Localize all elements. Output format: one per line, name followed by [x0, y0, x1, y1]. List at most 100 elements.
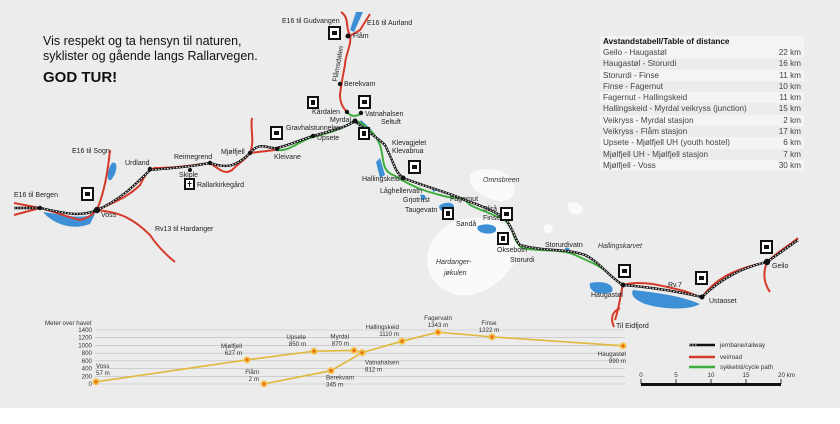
- label-voss: Voss: [101, 212, 117, 219]
- bicycle-rental-icon: [618, 264, 631, 278]
- profile-point-elevation: 850 m: [289, 341, 306, 348]
- profile-point-elevation: 870 m: [332, 340, 349, 347]
- label-hardanger: Rv13 til Hardanger: [155, 226, 214, 233]
- distance-km: 7 km: [783, 149, 801, 159]
- scale-tick-label: 0: [639, 372, 643, 379]
- profile-point-name: Flåm: [245, 369, 259, 376]
- label-kardalen: Kårdalen: [312, 108, 340, 116]
- distance-row: Fagernut - Hallingskeid 11 km: [600, 92, 804, 104]
- distance-route: Storurdi - Finse: [603, 70, 659, 80]
- bicycle-rental-icon: [695, 271, 708, 285]
- profile-point-elevation: 2 m: [249, 376, 259, 383]
- bicycle-rental-icon: [408, 160, 421, 174]
- distance-row: Mjølfjell - Voss 30 km: [600, 159, 804, 172]
- profile-point-name: Vatnahalsen: [365, 360, 400, 367]
- glacier-areas: [427, 168, 583, 296]
- profile-point-elevation: 57 m: [96, 370, 110, 377]
- distance-table-title: Avstandstabell/Table of distance: [600, 36, 804, 47]
- distance-km: 11 km: [779, 93, 801, 103]
- profile-line: [95, 331, 624, 383]
- intro-line-1: Vis respekt og ta hensyn til naturen,: [43, 34, 242, 48]
- label-hardangerjokulen-2: jøkulen: [443, 270, 467, 277]
- distance-route: Veikryss - Myrdal stasjon: [603, 115, 694, 125]
- profile-point-name: Berekvam: [326, 375, 354, 382]
- y-tick-label: 1200: [78, 335, 92, 342]
- scale-tick-label: 20 km: [778, 372, 795, 379]
- label-klevabrua: Klevabrua: [392, 148, 424, 155]
- scale-tick-label: 15: [743, 372, 750, 379]
- label-geilo: Geilo: [772, 263, 788, 270]
- label-hallingskeid: Hallingskeid: [362, 176, 400, 183]
- label-upsete: Upsete: [317, 135, 339, 142]
- profile-point-core: [360, 351, 364, 355]
- label-sogn: E16 til Sogn: [72, 148, 110, 155]
- distance-route: Fagernut - Hallingskeid: [603, 93, 688, 103]
- profile-point-elevation: 1222 m: [479, 327, 500, 334]
- distance-row: Haugastøl - Storurdi 16 km: [600, 58, 804, 69]
- intro-text: Vis respekt og ta hensyn til naturen, sy…: [43, 34, 258, 85]
- distance-row: Veikryss - Flåm stasjon 17 km: [600, 126, 804, 137]
- profile-point-name: Mjølfjell: [221, 343, 242, 350]
- distance-route: Veikryss - Flåm stasjon: [603, 127, 688, 137]
- bottom-strip: [0, 408, 840, 424]
- label-laghellervatn: Låghellervatn: [380, 187, 422, 195]
- bicycle-rental-icon: [760, 240, 773, 254]
- label-aurland: E16 til Aurland: [367, 20, 412, 27]
- label-rallarkirkegard: Rallarkirkegård: [197, 181, 244, 189]
- profile-point-elevation: 1110 m: [379, 331, 399, 338]
- profile-point-name: Fagervatn: [424, 315, 452, 322]
- bicycle-rental-icon: [328, 26, 341, 40]
- label-ustaoset: Ustaoset: [709, 298, 737, 305]
- legend-railway: jernbane/railway: [719, 342, 766, 349]
- label-skiple: Skiple: [179, 172, 198, 179]
- profile-point-elevation: 1343 m: [428, 322, 449, 329]
- label-eidfjord: Til Eidfjord: [616, 323, 649, 330]
- label-seltuft: Seltuft: [381, 119, 401, 126]
- distance-route: Geilo - Haugastøl: [603, 48, 667, 57]
- label-bergen: E16 til Bergen: [14, 192, 58, 199]
- profile-point-name: Hallingskeid: [366, 324, 400, 331]
- place-labels: E16 til Gudvangen E16 til Aurland Flåm F…: [14, 18, 788, 330]
- bicycle-rental-icon: [500, 207, 513, 221]
- label-fagernut: Fagernut: [450, 196, 478, 203]
- label-mjolfjell: Mjølfjell: [221, 149, 245, 156]
- profile-point-core: [262, 382, 266, 386]
- scale-tick-label: 5: [674, 372, 678, 379]
- label-hardangerjokulen-1: Hardanger-: [436, 259, 472, 266]
- hostel-icon: [358, 127, 370, 140]
- label-storurdi: Storurdi: [510, 257, 535, 264]
- label-rv7: Rv.7: [668, 282, 682, 289]
- label-kleivane: Kleivane: [274, 154, 301, 161]
- bicycle-rental-icon: [358, 95, 371, 109]
- scale-tick-label: 10: [708, 372, 715, 379]
- legend: jernbane/railway vei/road sykkelsti/cycl…: [639, 342, 795, 386]
- legend-road: vei/road: [720, 354, 743, 361]
- y-tick-label: 800: [82, 350, 93, 357]
- distance-route: Hallingskeid - Myrdal veikryss (junction…: [603, 104, 747, 114]
- label-sanda: Sandå: [456, 220, 476, 228]
- distance-route: Haugastøl - Storurdi: [603, 59, 677, 69]
- hostel-icon: [442, 207, 454, 220]
- y-tick-label: 600: [82, 358, 93, 365]
- profile-point-core: [490, 335, 494, 339]
- profile-point-core: [94, 380, 98, 384]
- label-oksebotn: Oksebotn: [497, 247, 527, 254]
- distance-km: 6 km: [783, 138, 801, 148]
- label-slira: Slirå: [483, 205, 497, 213]
- distance-route: Mjølfjell - Voss: [603, 160, 656, 170]
- label-omnsbreen: Omnsbreen: [483, 177, 520, 184]
- hostel-icon: [307, 96, 319, 109]
- profile-point-core: [436, 330, 440, 334]
- legend-cycle: sykkelsti/cycle path: [720, 364, 774, 371]
- hostel-icon: [497, 232, 509, 245]
- distance-km: 17 km: [778, 127, 801, 137]
- label-reimegrend: Reimegrend: [174, 154, 212, 161]
- profile-point-name: Voss: [96, 363, 109, 370]
- distance-km: 16 km: [778, 59, 801, 69]
- distance-km: 30 km: [778, 160, 801, 170]
- label-gudvangen: E16 til Gudvangen: [282, 18, 340, 25]
- profile-point-name: Myrdal: [330, 333, 349, 340]
- label-hallingskarvet: Hallingskarvet: [598, 243, 643, 250]
